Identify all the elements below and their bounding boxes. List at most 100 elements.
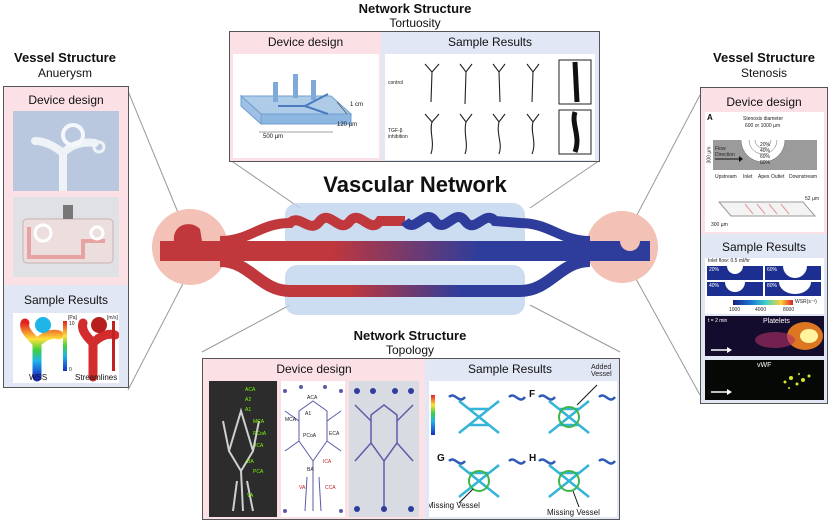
pos-apex: Apex	[758, 174, 770, 180]
network-flow-graphs	[431, 384, 616, 508]
topology-results-image: F G H Missing Vessel Missing Vessel	[429, 381, 617, 517]
pos-inlet: Inlet	[743, 174, 753, 180]
unit-pa: [Pa]	[68, 315, 77, 321]
aneurysm-device-label: Device design	[28, 93, 104, 107]
pos-outlet: Outlet	[771, 174, 785, 180]
vascular-network-diagram	[152, 203, 658, 315]
glass-aneurysm-model	[31, 123, 106, 191]
platelets-label: Platelets	[763, 318, 790, 325]
angio-ba: BA	[247, 459, 254, 465]
res-pct-60: 60%	[767, 267, 778, 273]
time-label: t = 2 min	[708, 318, 728, 324]
width-300: 300 µm	[711, 222, 728, 228]
topology-panel: Device design Sample Results Added Vesse…	[202, 358, 620, 520]
schem-mca: MCA	[285, 417, 297, 423]
stenosis-diameter-label: Stenosis diameter	[743, 116, 784, 122]
aneurysm-heading: Vessel Structure	[14, 50, 116, 65]
pct-20: 20%	[760, 142, 771, 148]
aneurysm-subheading: Anuerysm	[37, 66, 93, 80]
wsr-tick-2: 4000	[755, 307, 767, 313]
tortuosity-panel: Device design Sample Results 1 cm 500 µm…	[229, 31, 600, 162]
stenosis-device-image: A Stenosis diameter 600 or 1000 µm 20% 4…	[705, 112, 824, 232]
aneurysm-results-label: Sample Results	[23, 293, 109, 307]
vessel-sprouts	[424, 59, 592, 155]
schem-pcoa: PCoA	[303, 433, 317, 439]
wsr-label: WSR(s⁻¹)	[795, 299, 817, 305]
tortuosity-results-label: Sample Results	[447, 35, 533, 49]
vascular-network-title: Vascular Network	[323, 172, 507, 197]
schem-aca: ACA	[307, 395, 318, 401]
res-pct-80: 80%	[767, 283, 778, 289]
schem-cca: CCA	[325, 485, 336, 491]
topology-subheading: Topology	[385, 343, 435, 357]
stenosis-panel: Device design Sample Results A Stenosis …	[700, 87, 828, 404]
aneurysm-panel: Device design Sample Results	[3, 86, 129, 388]
stenosis-subheading: Stenosis	[740, 66, 788, 80]
pct-80: 80%	[760, 160, 771, 166]
cfd-results	[20, 317, 119, 382]
tortuosity-results-image: control TGF-β inhibition	[385, 54, 595, 160]
dim-1cm: 1 cm	[350, 102, 364, 108]
tortuosity-heading: Network Structure	[358, 1, 472, 16]
channel-device-drawing	[239, 74, 353, 133]
stenosis-heading: Vessel Structure	[713, 50, 815, 65]
scale-min: 0	[69, 367, 72, 373]
angiogram-vessels	[222, 407, 260, 512]
aneurysm-results-image: [Pa] [m/s] 0 10 WSS Streamlines	[13, 313, 119, 383]
stenosis-device-label: Device design	[726, 95, 802, 109]
missing-vessel-right: Missing Vessel	[547, 508, 600, 517]
topology-results-label: Sample Results	[467, 362, 553, 376]
platelets-fluorescence	[711, 322, 823, 353]
tortuosity-subheading: Tortuosity	[389, 16, 441, 30]
schem-ba: BA	[307, 467, 314, 473]
aneurysm-bulge	[173, 224, 202, 241]
stenosis-schematic	[713, 139, 817, 217]
schem-ica: ICA	[323, 459, 332, 465]
vwf-fluorescence	[711, 373, 811, 395]
panel-f-label: F	[529, 389, 536, 400]
width-52: 52 µm	[805, 196, 819, 202]
inlet-flow: Inlet flow: 0.5 ml/hr	[708, 258, 750, 264]
topology-schematic: ACA MCA A1 PCoA ECA ICA BA VA CCA	[281, 381, 345, 517]
schem-va: VA	[299, 485, 306, 491]
row-label-control: control	[388, 80, 404, 86]
angio-aca: ACA	[245, 387, 256, 393]
angio-mca: MCA	[253, 419, 265, 425]
res-pct-20: 20%	[709, 267, 720, 273]
aneurysm-model-photo	[13, 111, 119, 191]
dim-500: 500 µm	[263, 134, 284, 140]
pink-channel-chip	[22, 205, 114, 264]
topology-chip	[354, 388, 414, 512]
upper-tortuous-vessel-red	[219, 212, 405, 246]
stenosis-results-label: Sample Results	[721, 240, 807, 254]
added-vessel-label: Added Vessel	[591, 364, 612, 378]
wsr-maps	[707, 266, 821, 305]
panel-a-label: A	[707, 113, 713, 122]
missing-vessel-left: Missing Vessel	[429, 501, 480, 510]
tortuosity-device-image: 1 cm 500 µm 120 µm	[233, 54, 379, 158]
pos-downstream: Downstream	[789, 174, 818, 180]
platelets-image: t = 2 min Platelets	[705, 316, 824, 356]
unit-ms: [m/s]	[107, 315, 118, 321]
angio-pca: PCA	[253, 469, 264, 475]
topology-heading: Network Structure	[353, 328, 467, 343]
topology-chip-photo	[349, 381, 419, 517]
panel-h-label: H	[529, 453, 537, 464]
height-300: 300 µm	[706, 146, 713, 164]
angio-pcoa: PCoA	[253, 431, 267, 437]
schem-eca: ECA	[329, 431, 340, 437]
main-vessel	[160, 241, 650, 261]
stenosis-diameter-values: 600 or 1000 µm	[745, 123, 781, 129]
stenosis-notch	[620, 241, 640, 251]
dim-120: 120 µm	[337, 122, 358, 128]
angio-ica: ICA	[255, 443, 264, 449]
wss-label: WSS	[29, 373, 48, 382]
res-pct-40: 40%	[709, 283, 720, 289]
panel-g-label: G	[437, 453, 445, 464]
vwf-image: vWF	[705, 360, 824, 400]
angiogram-image: ACA A2 A1 MCA PCoA ICA BA PCA VA	[209, 381, 277, 517]
flow-direction: Flow Direction	[715, 146, 735, 158]
stenosis-wsr-image: Inlet flow: 0.5 ml/hr 20% 60% 40% 80% WS…	[705, 258, 824, 314]
pct-60: 60%	[760, 154, 771, 160]
